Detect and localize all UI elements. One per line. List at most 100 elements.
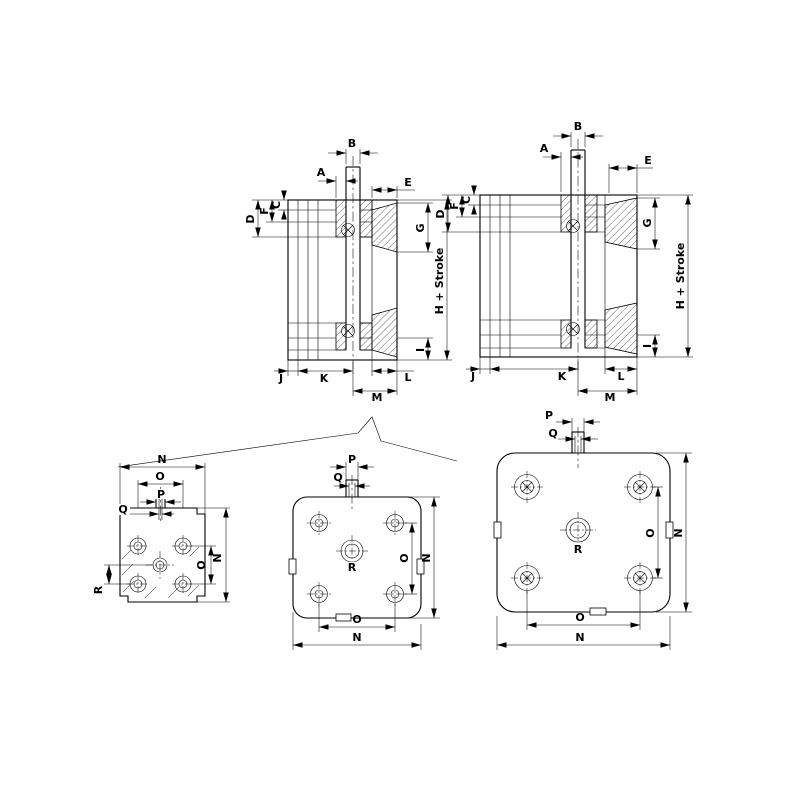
dim-g: G <box>637 197 660 250</box>
bolt-hole <box>307 582 331 606</box>
dim-label-d: D <box>434 209 447 218</box>
dim-label-n: N <box>211 553 224 562</box>
port-boss-bottom <box>604 302 638 355</box>
bolt-hole <box>127 573 149 595</box>
dim-label-r: R <box>574 543 583 556</box>
dim-label-i: I <box>641 344 654 348</box>
dim-label-h-stroke: H + Stroke <box>674 243 687 310</box>
dim-label-m: M <box>372 391 383 404</box>
bolt-hole <box>127 535 149 557</box>
dim-label-p: P <box>157 488 165 501</box>
dim-label-n: N <box>575 631 584 644</box>
dim-n-top: N <box>119 453 206 514</box>
dim-l-m: L M <box>353 360 414 404</box>
dim-label-o: O <box>398 553 411 562</box>
cylinder-body-outline <box>479 139 638 372</box>
mounting-screw-icon <box>341 223 355 237</box>
dim-label-n: N <box>352 631 361 644</box>
dim-label-e: E <box>404 176 412 189</box>
counterbore-screw <box>511 471 543 503</box>
dim-a: A <box>540 142 583 192</box>
dim-p: P <box>330 453 374 480</box>
dim-label-j: J <box>470 370 475 383</box>
counterbore-screw <box>624 562 656 594</box>
dim-label-i: I <box>414 348 427 352</box>
dim-n-bottom: N <box>292 612 422 650</box>
bolt-hole <box>307 511 331 535</box>
dim-o-right: O <box>398 522 417 595</box>
dim-o-right: O <box>644 486 663 579</box>
body-outline <box>493 427 674 616</box>
center-rod-thread-hole: R <box>560 512 596 556</box>
dim-label-q: Q <box>548 427 557 440</box>
dim-n-right: N <box>197 507 230 603</box>
dim-d: D <box>244 200 288 238</box>
dim-label-l: L <box>404 371 411 384</box>
dim-label-g: G <box>414 223 427 232</box>
flange-outline <box>119 487 206 603</box>
dim-o-right: O <box>191 545 216 585</box>
mounting-screw-icon <box>341 324 355 338</box>
dim-label-g: G <box>641 218 654 227</box>
dim-label-n: N <box>672 528 685 537</box>
dim-e: E <box>608 154 653 193</box>
side-notch <box>416 558 425 575</box>
dim-f: F <box>258 200 288 223</box>
dim-o-top: O <box>137 470 184 508</box>
dim-label-n: N <box>420 553 433 562</box>
counterbore-screw <box>624 471 656 503</box>
dim-b: B <box>553 120 603 147</box>
dim-label-f: F <box>258 207 271 215</box>
dim-label-a: A <box>540 142 549 155</box>
counterbore-screw <box>511 562 543 594</box>
dim-label-c: C <box>460 196 473 204</box>
dim-n-bottom: N <box>496 616 671 650</box>
bottom-notch <box>589 607 607 616</box>
dim-p: P <box>545 409 600 432</box>
dim-label-o: O <box>575 611 584 624</box>
dim-b: B <box>328 137 378 164</box>
view-side-section-left: B A E C F D <box>244 137 452 404</box>
dim-h-stroke: H + Stroke <box>637 194 693 358</box>
dim-label-c: C <box>270 201 283 209</box>
bolt-hole <box>172 573 194 595</box>
dim-p: P <box>140 488 181 505</box>
view-side-section-right: B A E C F D <box>434 120 693 404</box>
dim-label-b: B <box>574 120 582 133</box>
body-outline <box>288 475 425 622</box>
dim-l-m: L M <box>578 357 638 404</box>
dim-label-d: D <box>244 214 257 223</box>
dim-f: F <box>448 195 480 218</box>
bolt-hole <box>172 535 194 557</box>
dim-a: A <box>317 166 358 198</box>
dim-label-o: O <box>644 528 657 537</box>
dim-label-h-stroke: H + Stroke <box>433 248 446 315</box>
view-face-middle: R P Q O N O <box>288 453 440 650</box>
dim-label-p: P <box>348 453 356 466</box>
break-line <box>117 416 458 468</box>
dim-label-k: K <box>320 372 329 385</box>
dim-e: E <box>371 176 415 198</box>
dim-label-b: B <box>348 137 356 150</box>
dim-j-k: J K <box>466 357 579 396</box>
port-boss-top <box>604 197 638 250</box>
view-face-left: N O P Q R O <box>92 453 230 603</box>
dim-label-o: O <box>155 470 164 483</box>
cylinder-body-outline <box>287 156 398 374</box>
dim-q: Q <box>333 471 370 489</box>
dim-label-l: L <box>617 370 624 383</box>
side-notch <box>288 558 297 575</box>
dim-label-o: O <box>195 560 208 569</box>
dim-label-r: R <box>92 585 105 594</box>
dim-i: I <box>637 334 660 357</box>
dim-label-e: E <box>644 154 652 167</box>
dim-label-o: O <box>352 613 361 626</box>
dim-o-bottom: O <box>318 603 396 632</box>
dim-g: G <box>397 202 433 253</box>
dim-n-right: N <box>656 452 692 613</box>
dim-q: Q <box>116 503 174 517</box>
bottom-notch <box>335 613 352 622</box>
view-face-right: R P Q O N O <box>493 409 692 650</box>
dim-d: D <box>434 195 480 233</box>
